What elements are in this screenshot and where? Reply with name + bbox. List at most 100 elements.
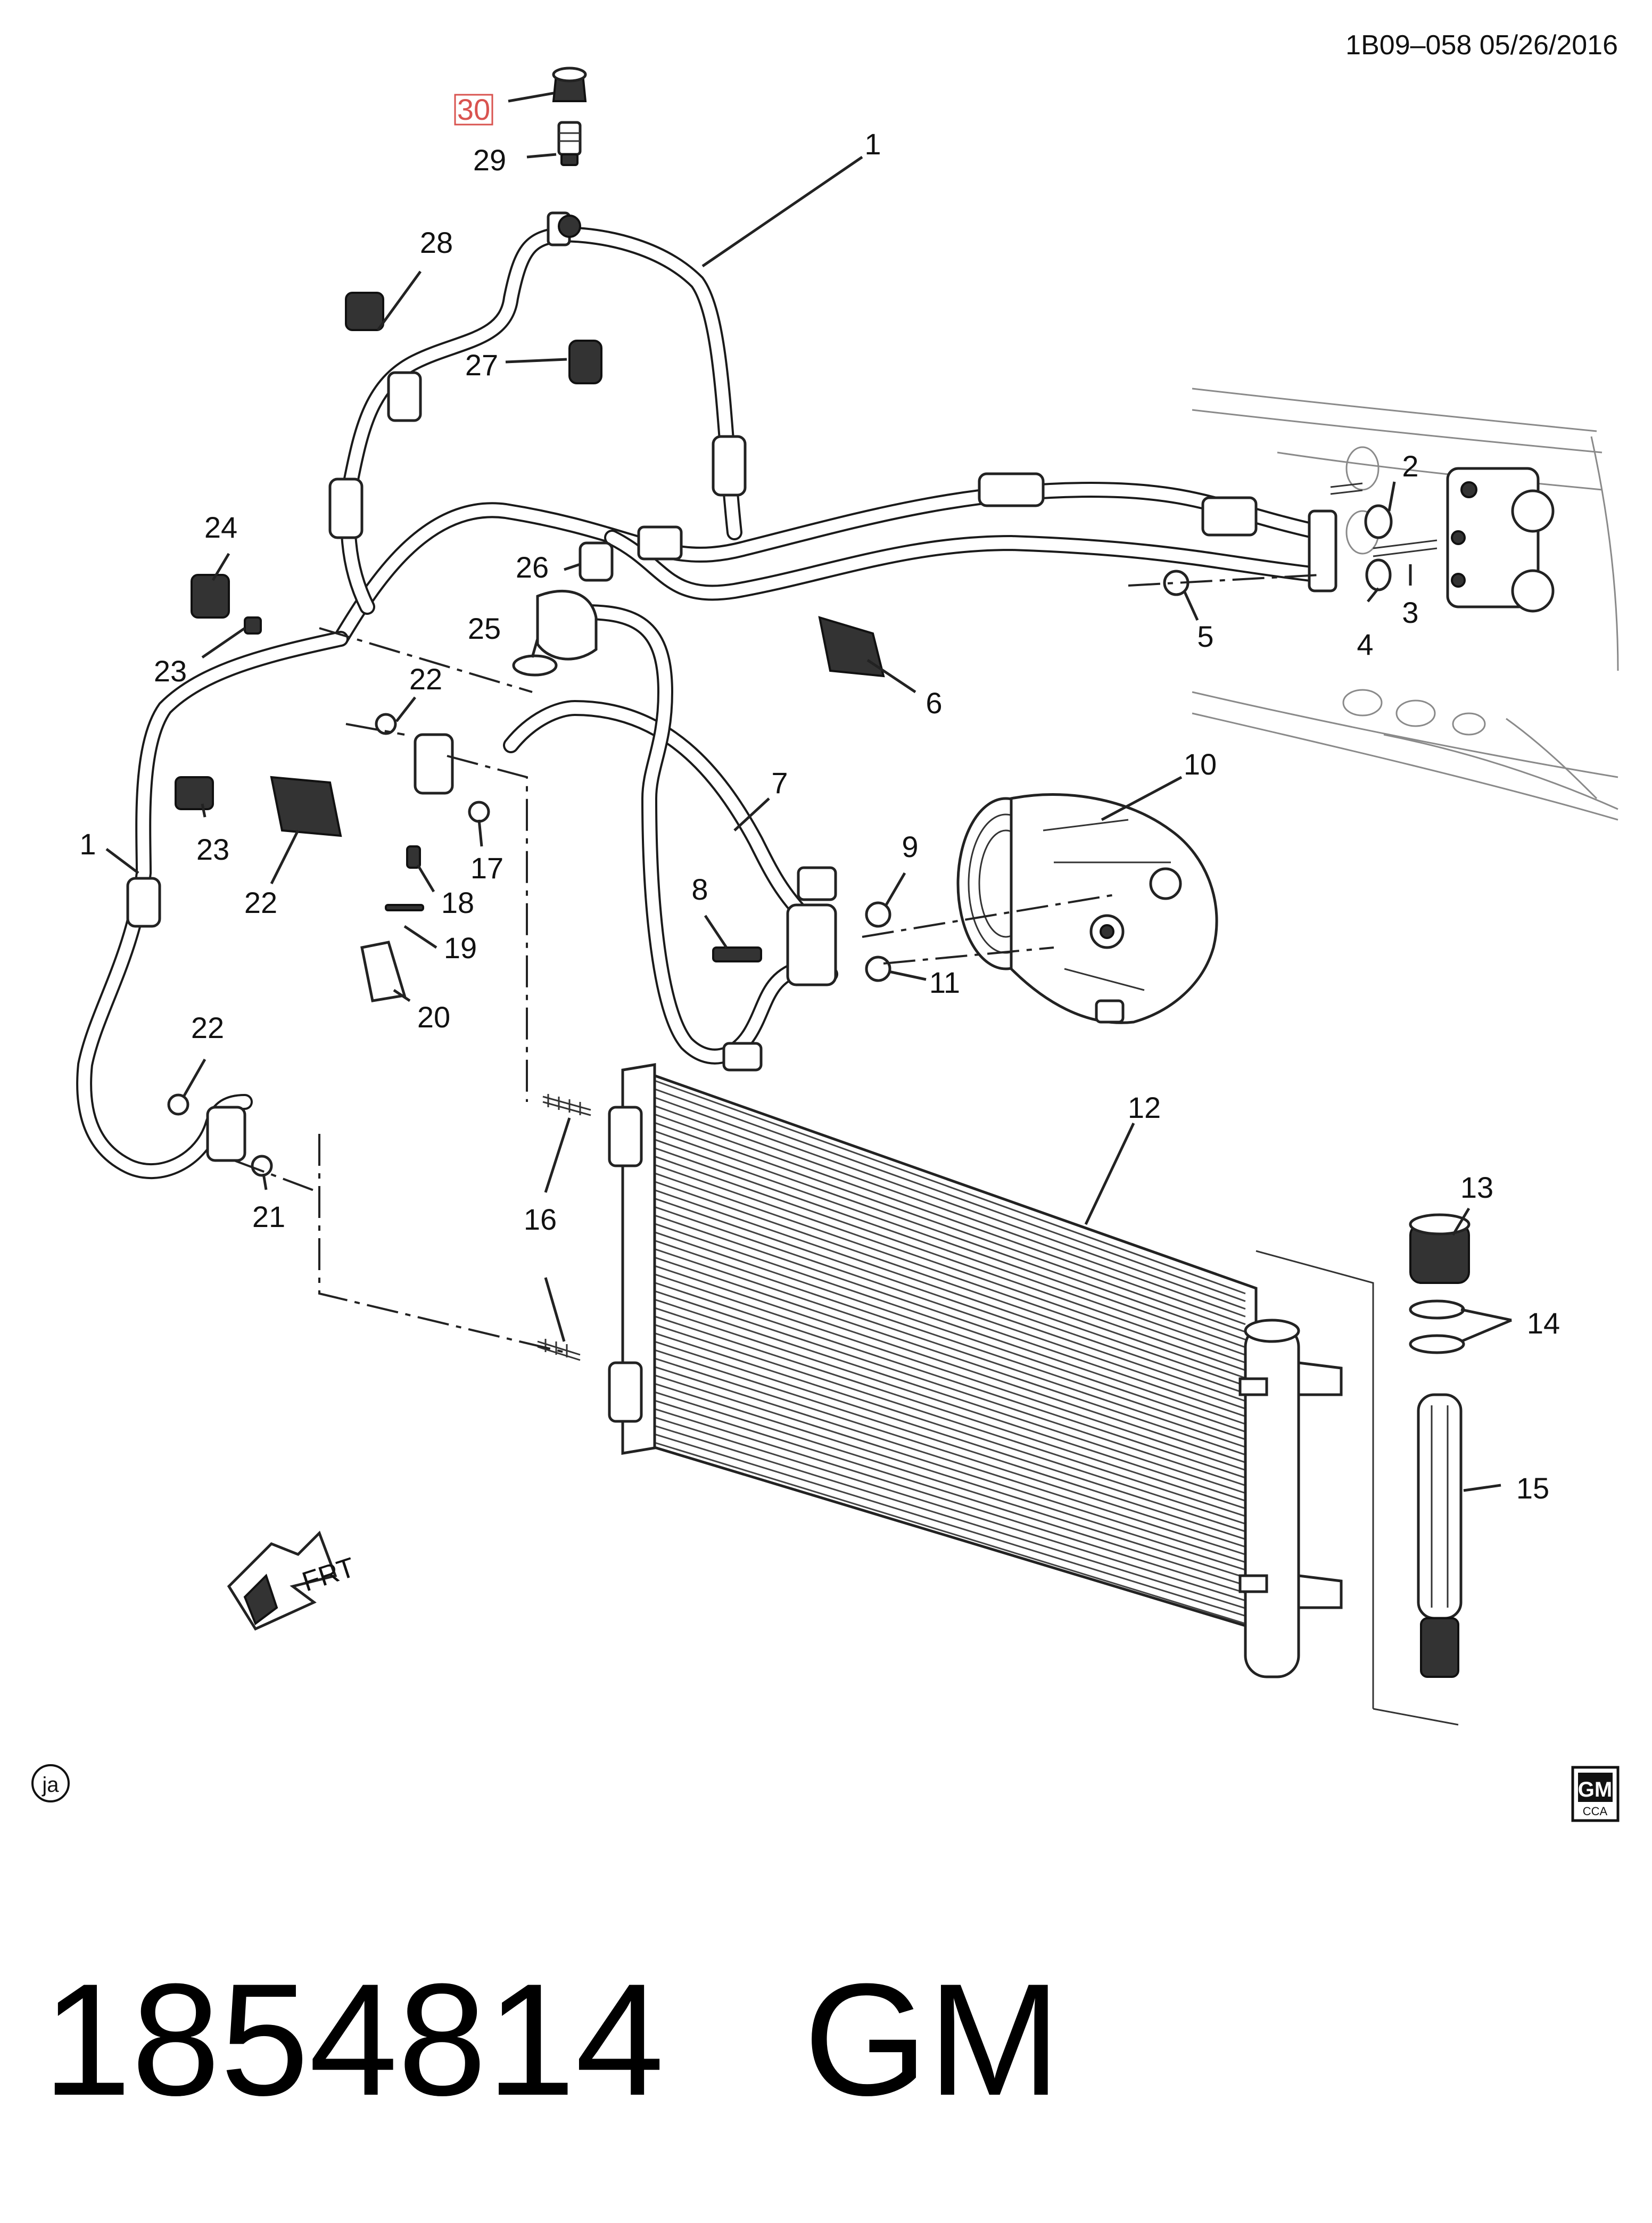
callout-1-top: 1 <box>864 127 881 161</box>
bolt-8 <box>712 946 762 962</box>
condenser-fin <box>654 1366 1246 1555</box>
callout-20: 20 <box>417 1000 450 1034</box>
callout-22-bottom: 22 <box>191 1011 224 1044</box>
callout-7: 7 <box>771 766 788 800</box>
callout-21: 21 <box>252 1200 285 1233</box>
callout-11: 11 <box>929 966 960 999</box>
stud-3 <box>1373 539 1438 557</box>
callout-13: 13 <box>1460 1171 1493 1204</box>
hose-clip-29 <box>568 340 602 384</box>
condenser-fin <box>654 1332 1246 1525</box>
callout-4: 4 <box>1357 628 1373 661</box>
condenser-fin <box>654 1425 1246 1609</box>
stud-2a <box>1330 482 1363 495</box>
valve-18 <box>406 845 421 869</box>
seal-4 <box>1365 558 1392 591</box>
seal-22b <box>167 1093 189 1116</box>
callout-12: 12 <box>1128 1091 1161 1124</box>
condenser-fin <box>654 1122 1246 1333</box>
seal-27 <box>512 654 558 677</box>
service-valve-core <box>557 121 582 166</box>
condenser-fin <box>654 1256 1246 1456</box>
sensor-26 <box>191 574 230 619</box>
callout-26: 24 <box>204 511 237 544</box>
condenser-fin <box>654 1181 1246 1387</box>
expansion-valve <box>1446 467 1555 613</box>
callout-5: 5 <box>1197 620 1213 653</box>
hose-clip-30 <box>345 292 384 331</box>
condenser-fin <box>654 1240 1246 1440</box>
condenser <box>608 1063 1343 1678</box>
badge-top-text: GM <box>1578 1778 1612 1801</box>
brand-name: GM <box>804 1950 1061 2129</box>
condenser-fin <box>654 1282 1246 1479</box>
callout-32: 30 <box>457 93 490 126</box>
seal-17 <box>468 801 490 823</box>
callout-17: 17 <box>470 851 503 885</box>
seal-21 <box>251 1155 273 1177</box>
seal-9 <box>865 901 891 928</box>
condenser-fin <box>654 1248 1246 1448</box>
callout-15: 15 <box>1516 1471 1549 1505</box>
callout-8: 8 <box>691 872 708 906</box>
diagram-reference-date: 1B09–058 05/26/2016 <box>1345 30 1618 61</box>
illustrator-initials: ja <box>42 1773 59 1797</box>
condenser-fin <box>654 1374 1246 1563</box>
condenser-fin <box>654 1088 1246 1302</box>
o-ring-19 <box>385 904 424 911</box>
condenser-fin <box>654 1307 1246 1502</box>
leader-lines <box>105 92 1512 1492</box>
callout-numbers: 30 29 1 28 27 24 26 25 23 22 2 3 4 5 6 7… <box>79 93 1560 1505</box>
condenser-fin <box>654 1298 1246 1494</box>
condenser-fin <box>654 1105 1246 1318</box>
badge-bottom-text: CCA <box>1583 1805 1608 1818</box>
stud-16a <box>542 1094 591 1116</box>
callout-16: 16 <box>524 1203 557 1236</box>
condenser-fin <box>654 1315 1246 1510</box>
condenser-fin <box>654 1417 1246 1602</box>
condenser-fin <box>654 1080 1246 1295</box>
callout-23: 23 <box>196 833 229 866</box>
callout-24: 22 <box>244 886 277 919</box>
clip-23 <box>175 776 214 810</box>
condenser-fin <box>654 1155 1246 1364</box>
condenser-fin <box>654 1399 1246 1586</box>
part-number: 1854814 <box>43 1950 664 2129</box>
vehicle-body-outline <box>1192 388 1619 821</box>
callout-6: 6 <box>926 686 942 720</box>
condenser-fin <box>654 1324 1246 1517</box>
condenser-fin <box>654 1273 1246 1471</box>
condenser-fin <box>654 1172 1246 1379</box>
condenser-fin <box>654 1223 1246 1425</box>
hose-assembly-1 <box>76 211 1337 1179</box>
seal-22a <box>375 713 397 735</box>
condenser-fin <box>654 1290 1246 1486</box>
callout-1-left: 1 <box>79 827 96 861</box>
condenser-fin <box>654 1382 1246 1571</box>
condenser-fin <box>654 1442 1246 1625</box>
condenser-fin <box>654 1214 1246 1418</box>
condenser-fin <box>654 1130 1246 1340</box>
callout-31: 29 <box>473 143 506 177</box>
condenser-fin <box>654 1189 1246 1394</box>
condenser-fin <box>654 1391 1246 1578</box>
condenser-fin <box>654 1164 1246 1371</box>
lower-fitting <box>206 1106 246 1162</box>
illustrator-mark: ja <box>31 1764 70 1802</box>
condenser-fin <box>654 1265 1246 1463</box>
condenser-fin <box>654 1097 1246 1310</box>
callout-28: 26 <box>516 550 549 584</box>
condenser-fin <box>654 1433 1246 1617</box>
callout-14: 14 <box>1527 1306 1560 1340</box>
callout-32-highlight <box>454 94 493 126</box>
callout-18: 18 <box>441 886 474 919</box>
bracket-6 <box>818 616 885 678</box>
condenser-fin <box>654 1139 1246 1348</box>
callout-30: 28 <box>420 226 453 259</box>
condenser-fin <box>654 1197 1246 1402</box>
condenser-fin <box>654 1206 1246 1410</box>
gm-cca-badge: GM CCA <box>1571 1766 1620 1822</box>
callout-19: 19 <box>444 931 477 965</box>
service-valve-cap <box>552 67 587 102</box>
callout-29: 27 <box>465 348 498 382</box>
